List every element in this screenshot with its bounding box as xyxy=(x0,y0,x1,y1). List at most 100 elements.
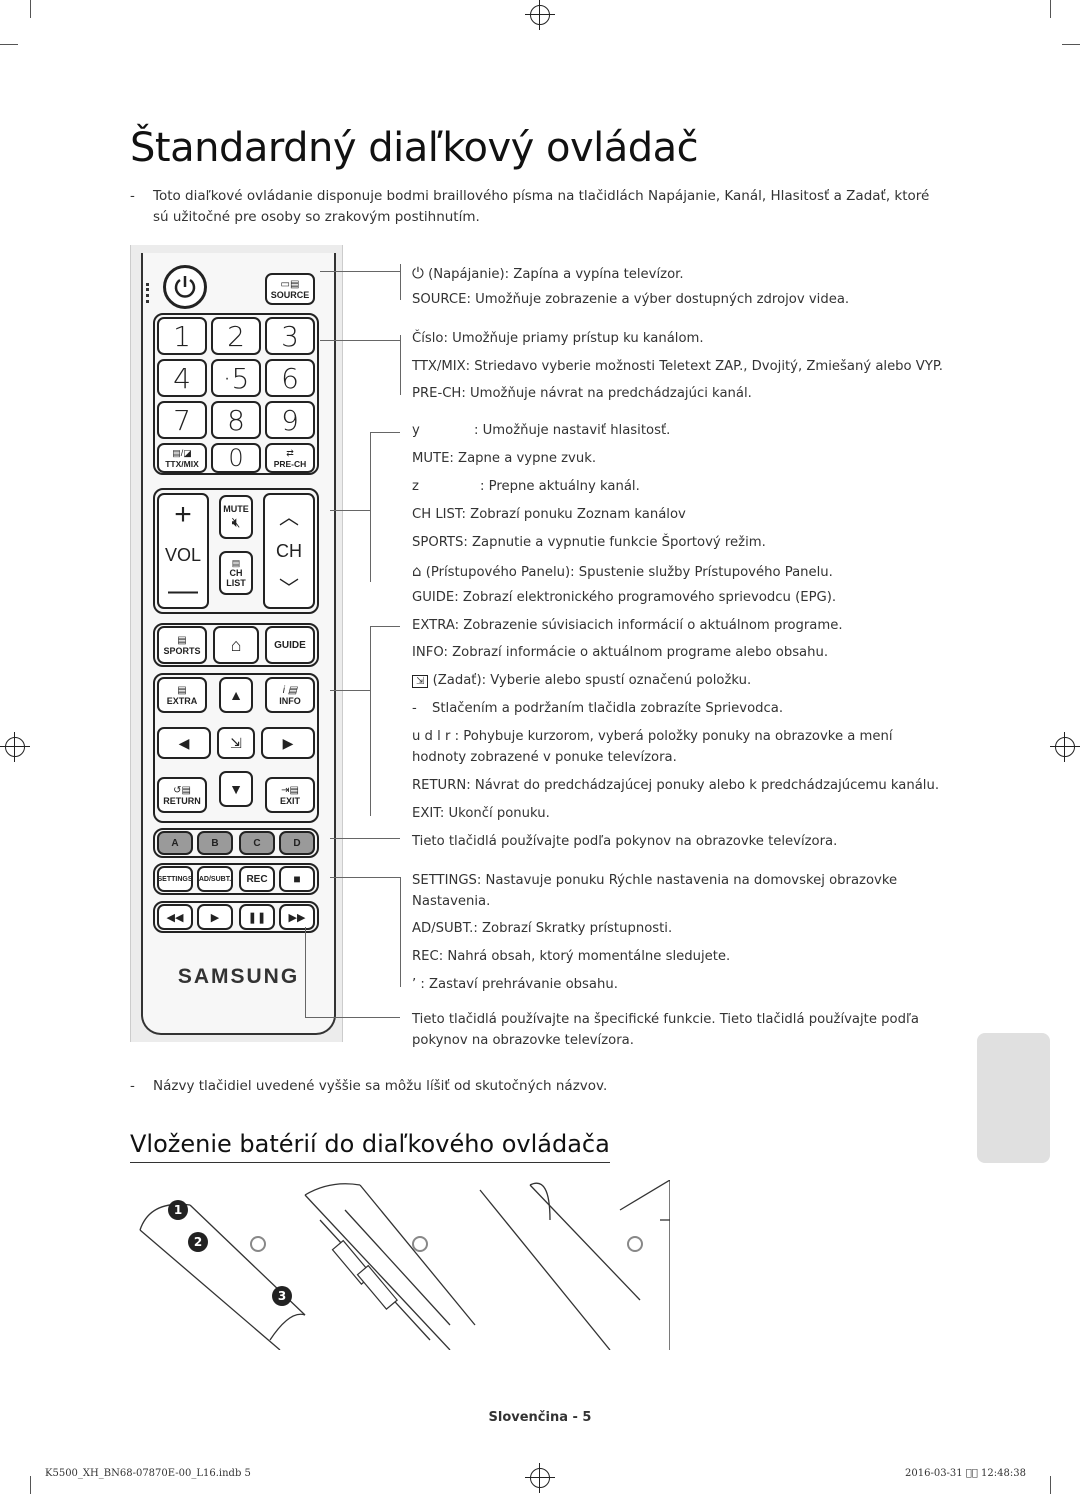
ttx-mix-button[interactable]: ▤/◪ TTX/MIX xyxy=(157,443,207,473)
source-button[interactable]: ▭▤ SOURCE xyxy=(265,273,315,305)
language-side-tab xyxy=(977,1033,1050,1163)
page-footer: Slovenčina - 5 xyxy=(488,1410,592,1425)
mute-label: MUTE xyxy=(223,503,249,514)
battery-step-illustrations xyxy=(139,1180,670,1350)
digit-button[interactable]: 7 xyxy=(157,401,207,439)
plus-icon: + xyxy=(174,498,192,531)
callout-line xyxy=(330,510,370,511)
home-icon: ⌂ xyxy=(412,562,422,580)
arrow-right-icon xyxy=(627,1236,643,1252)
exit-icon: ⇥▤ xyxy=(281,784,299,796)
up-button[interactable]: ▲ xyxy=(219,677,253,713)
names-note: -Názvy tlačidiel uvedené vyššie sa môžu … xyxy=(130,1078,607,1094)
source-label: SOURCE xyxy=(270,289,310,300)
desc-settings: SETTINGS: Nastavuje ponuku Rýchle nastav… xyxy=(412,873,898,909)
color-key-a[interactable]: A xyxy=(157,831,193,855)
ad-subt-button[interactable]: AD/SUBT. xyxy=(197,866,233,892)
desc-color: Tieto tlačidlá používajte podľa pokynov … xyxy=(412,834,838,849)
teletext-icon: ▤/◪ xyxy=(172,447,192,458)
section-title-batteries: Vloženie batérií do diaľkového ovládača xyxy=(130,1130,610,1163)
crop-mark xyxy=(30,1476,31,1494)
play-icon: ▶ xyxy=(210,911,220,924)
digit-button[interactable]: 0 xyxy=(211,443,261,473)
ad-subt-label: AD/SUBT. xyxy=(198,875,232,883)
stop-button[interactable]: ■ xyxy=(279,866,315,892)
step-badge: 1 xyxy=(168,1200,188,1220)
down-button[interactable]: ▼ xyxy=(219,771,253,807)
extra-button[interactable]: ▤ EXTRA xyxy=(157,677,207,713)
vol-rocker[interactable]: + VOL — xyxy=(157,493,209,609)
ch-list-button[interactable]: ▤ CH LIST xyxy=(219,551,253,595)
desc-adsubt: AD/SUBT.: Zobrazí Skratky prístupnosti. xyxy=(412,921,673,936)
desc-chlist: CH LIST: Zobrazí ponuku Zoznam kanálov xyxy=(412,507,686,522)
home-button[interactable]: ⌂ xyxy=(213,626,259,664)
enter-icon: ⇲ xyxy=(412,675,429,688)
intro-note: - Toto diaľkové ovládanie disponuje bodm… xyxy=(130,186,940,228)
intro-text: Toto diaľkové ovládanie disponuje bodmi … xyxy=(153,188,930,225)
exit-button[interactable]: ⇥▤ EXIT xyxy=(265,777,315,813)
list-icon: ▤ xyxy=(231,558,241,568)
stop-icon: ■ xyxy=(293,872,301,886)
pre-ch-label: PRE-CH xyxy=(273,458,307,469)
desc-power-text: (Napájanie): Zapína a vypína televízor. xyxy=(428,267,684,282)
ch-rocker[interactable]: ︿ CH ﹀ xyxy=(263,493,315,609)
digit-button[interactable]: 6 xyxy=(265,359,315,397)
note-text: Názvy tlačidiel uvedené vyššie sa môžu l… xyxy=(153,1078,608,1094)
desc-enter-sub-text: Stlačením a podržaním tlačidla zobrazíte… xyxy=(432,701,784,716)
callout-line xyxy=(400,335,401,395)
rewind-button[interactable]: ◀◀ xyxy=(157,904,193,930)
vol-key-glyph: y xyxy=(412,423,420,438)
rec-button[interactable]: REC xyxy=(239,866,275,892)
desc-vol-text: : Umožňuje nastaviť hlasitosť. xyxy=(474,423,671,438)
info-label: INFO xyxy=(279,695,301,706)
extra-icon: ▤ xyxy=(177,684,187,696)
desc-rec: REC: Nahrá obsah, ktorý momentálne sledu… xyxy=(412,949,731,964)
enter-button[interactable]: ⇲ xyxy=(217,727,255,759)
digit-button[interactable]: 4 xyxy=(157,359,207,397)
digit-button[interactable]: 3 xyxy=(265,317,315,355)
left-button[interactable]: ◀ xyxy=(157,727,211,759)
ch-label: CH xyxy=(276,540,302,561)
guide-button[interactable]: GUIDE xyxy=(265,626,315,664)
callout-line xyxy=(370,626,400,627)
fast-forward-button[interactable]: ▶▶ xyxy=(279,904,315,930)
pre-ch-button[interactable]: ⇄ PRE-CH xyxy=(265,443,315,473)
desc-source: SOURCE: Umožňuje zobrazenie a výber dost… xyxy=(412,292,850,307)
desc-enter-sub-dash: - xyxy=(412,701,417,716)
remote-body: ▭▤ SOURCE 1 2 3 4 ·5 6 7 8 9 ▤/◪ TTX/MIX… xyxy=(141,253,336,1035)
right-button[interactable]: ▶ xyxy=(261,727,315,759)
step-badge: 2 xyxy=(188,1232,208,1252)
registration-mark-icon xyxy=(1050,732,1080,762)
crop-mark xyxy=(1062,44,1080,45)
info-button[interactable]: i ▤ INFO xyxy=(265,677,315,713)
return-button[interactable]: ↺▤ RETURN xyxy=(157,777,207,813)
callout-line xyxy=(305,927,306,1017)
settings-button[interactable]: SETTINGS xyxy=(157,866,193,892)
page-title: Štandardný diaľkový ovládač xyxy=(130,125,699,171)
ch-key-glyph: z xyxy=(412,479,419,494)
color-key-b[interactable]: B xyxy=(197,831,233,855)
desc-return: RETURN: Návrat do predchádzajúcej ponuky… xyxy=(412,778,940,793)
pause-icon: ❚❚ xyxy=(247,911,267,924)
sports-button[interactable]: ▤ SPORTS xyxy=(157,626,207,664)
desc-prech: PRE-CH: Umožňuje návrat na predchádzajúc… xyxy=(412,386,752,401)
crop-mark xyxy=(1050,1476,1051,1494)
braille-dots xyxy=(146,283,152,303)
pause-button[interactable]: ❚❚ xyxy=(239,904,275,930)
desc-sports: SPORTS: Zapnutie a vypnutie funkcie Špor… xyxy=(412,535,766,550)
prech-icon: ⇄ xyxy=(286,447,294,458)
desc-ch-text: : Prepne aktuálny kanál. xyxy=(480,479,640,494)
digit-button[interactable]: 2 xyxy=(211,317,261,355)
play-button[interactable]: ▶ xyxy=(197,904,233,930)
color-key-d[interactable]: D xyxy=(279,831,315,855)
power-button[interactable] xyxy=(163,265,207,309)
digit-button[interactable]: 8 xyxy=(211,401,261,439)
digit-button[interactable]: 9 xyxy=(265,401,315,439)
color-key-c[interactable]: C xyxy=(239,831,275,855)
digit-button[interactable]: ·5 xyxy=(211,359,261,397)
print-info-left: K5500_XH_BN68-07870E-00_L16.indb 5 xyxy=(45,1468,251,1479)
callout-line xyxy=(400,264,401,300)
mute-button[interactable]: MUTE 🔇︎ xyxy=(219,495,253,539)
digit-button[interactable]: 1 xyxy=(157,317,207,355)
desc-power: ⏻ (Napájanie): Zapína a vypína televízor… xyxy=(412,264,684,282)
